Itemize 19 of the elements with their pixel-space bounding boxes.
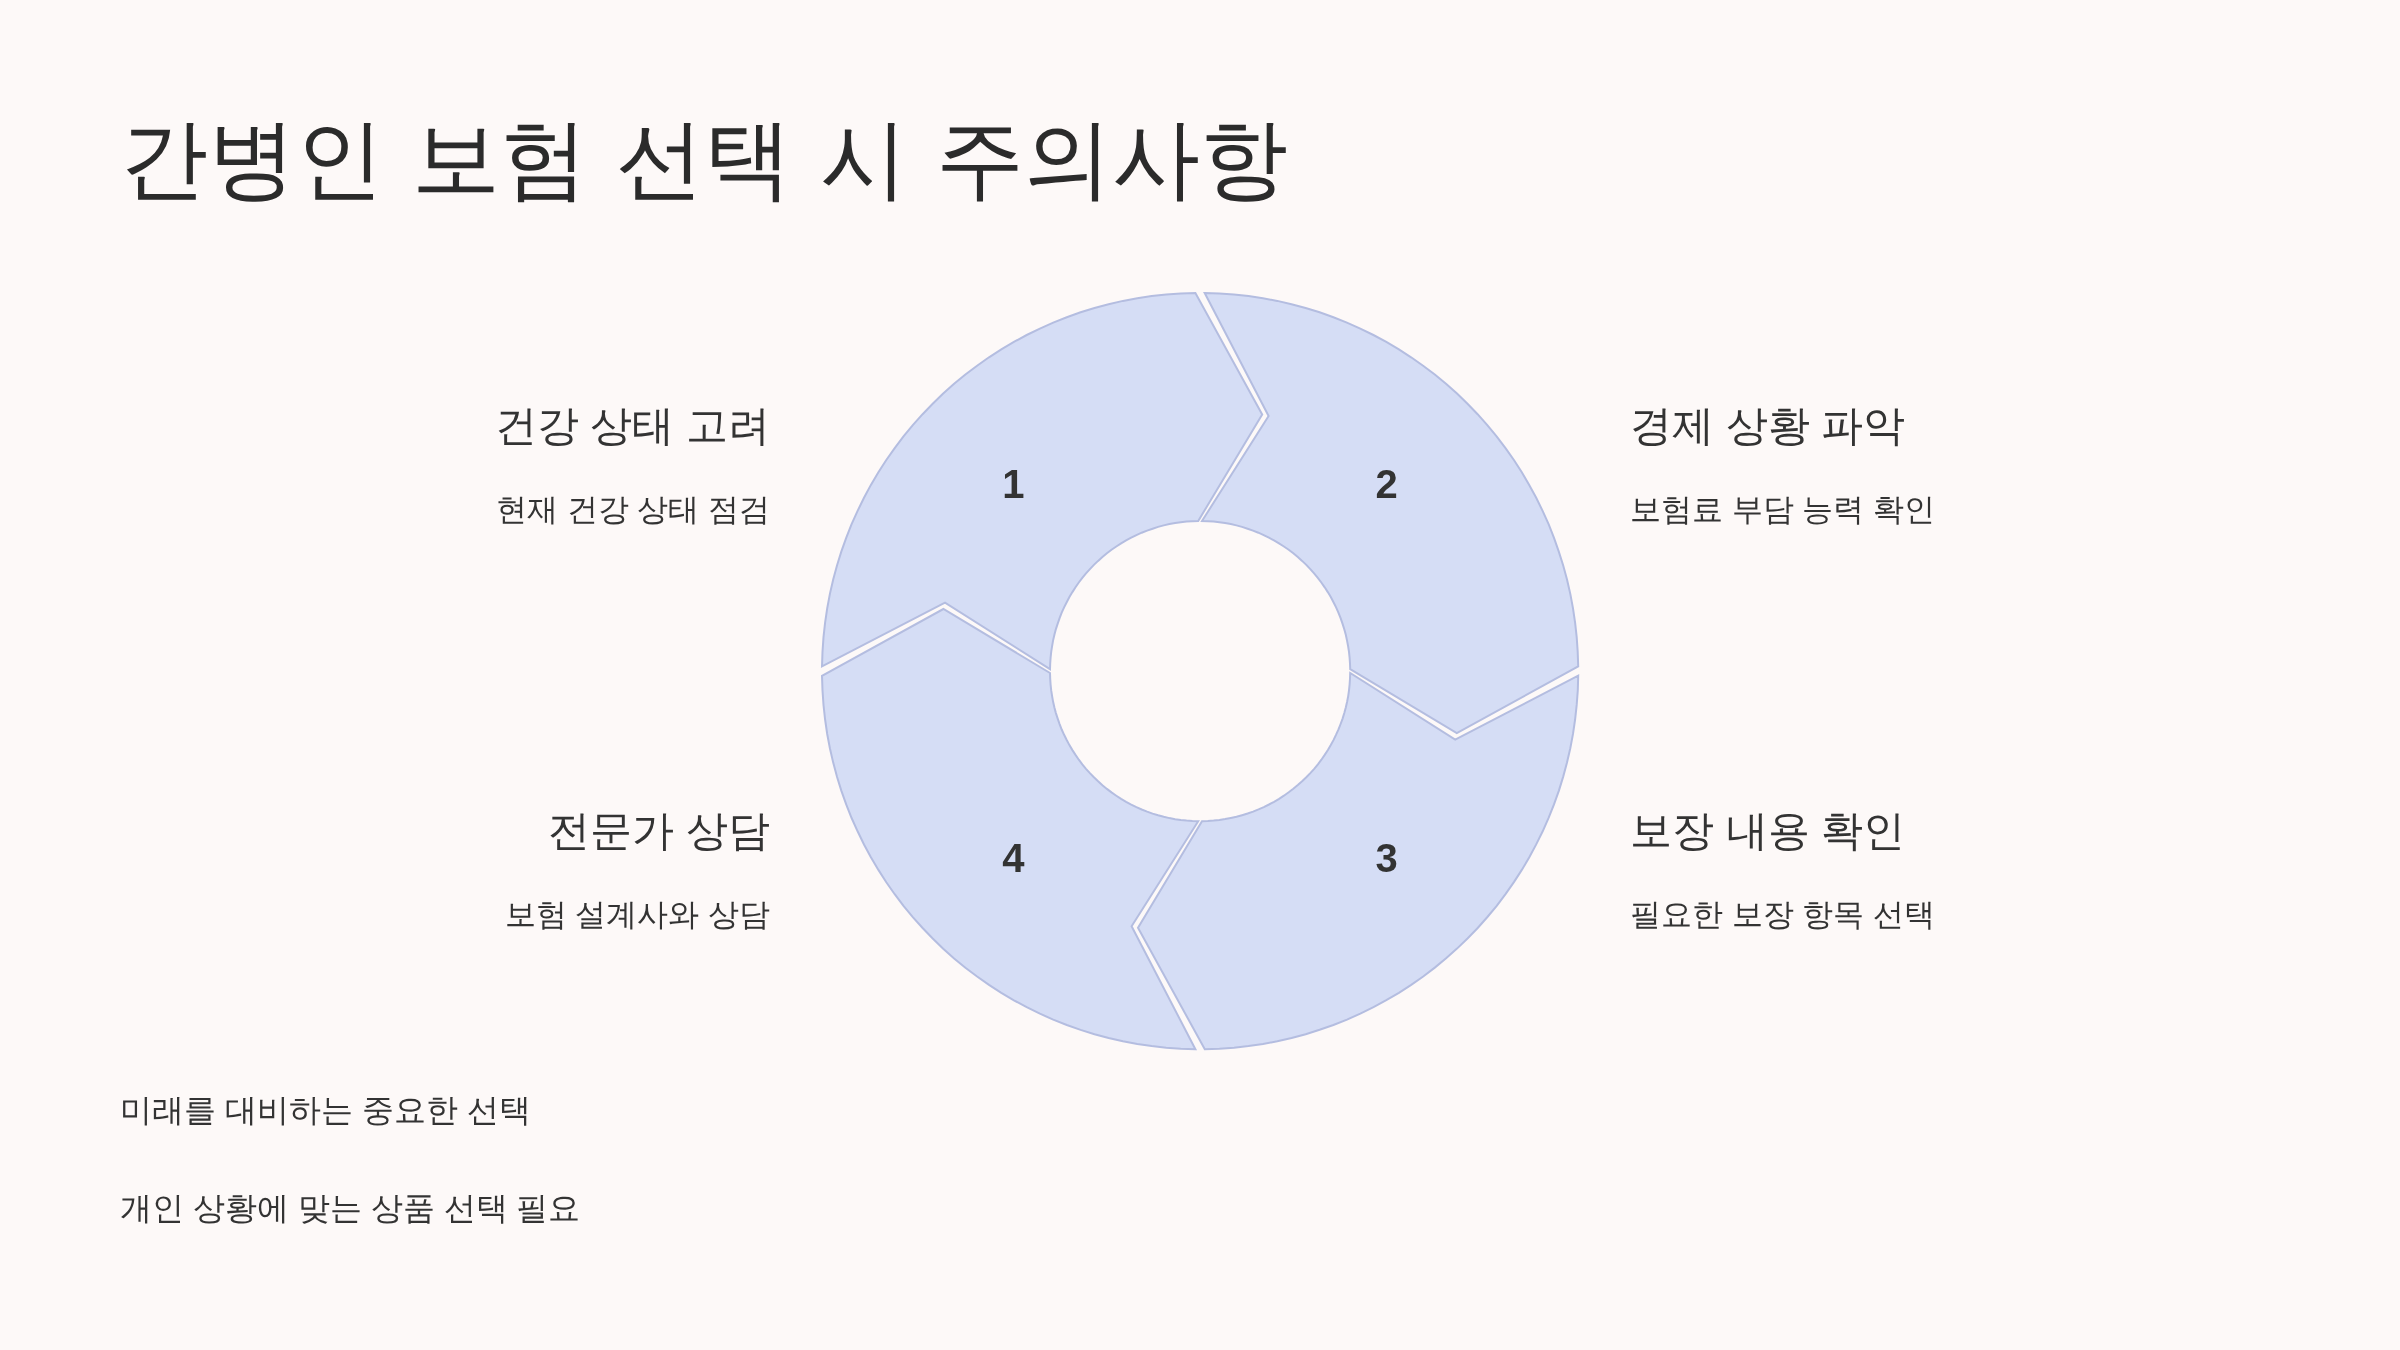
step-number: 2	[1375, 464, 1398, 505]
step-heading: 경제 상황 파악	[1630, 401, 1906, 451]
cycle-segment	[820, 606, 1201, 1051]
note-text: 미래를 대비하는 중요한 선택	[120, 1091, 532, 1130]
note-text: 개인 상황에 맞는 상품 선택 필요	[120, 1189, 581, 1228]
cycle-segment	[820, 291, 1265, 672]
step-number: 1	[1002, 464, 1025, 505]
title: 간병인 보험 선택 시 주의사항	[120, 115, 1288, 203]
step-number: 3	[1375, 837, 1398, 878]
step-description: 보험 설계사와 상담	[504, 895, 770, 934]
step-description: 현재 건강 상태 점검	[496, 490, 770, 529]
step-description: 필요한 보장 항목 선택	[1630, 895, 1935, 934]
step-description: 보험료 부담 능력 확인	[1630, 490, 1935, 529]
step-heading: 건강 상태 고려	[494, 401, 770, 451]
cycle-segment	[1135, 670, 1580, 1051]
step-number: 4	[1002, 837, 1025, 878]
step-heading: 전문가 상담	[548, 806, 770, 856]
cycle-segment	[1199, 291, 1580, 736]
step-heading: 보장 내용 확인	[1630, 806, 1906, 856]
